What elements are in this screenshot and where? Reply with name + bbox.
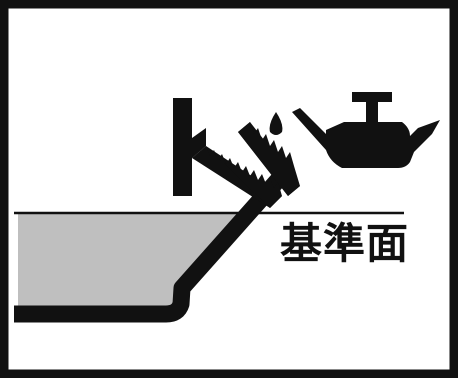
oil-can-icon (292, 92, 440, 168)
filler-neck-icon (173, 98, 300, 208)
reference-level-label: 基準面 (280, 219, 410, 268)
oil-drop-icon (269, 112, 283, 135)
oil-liquid (18, 214, 246, 313)
sump-wall (14, 174, 285, 323)
